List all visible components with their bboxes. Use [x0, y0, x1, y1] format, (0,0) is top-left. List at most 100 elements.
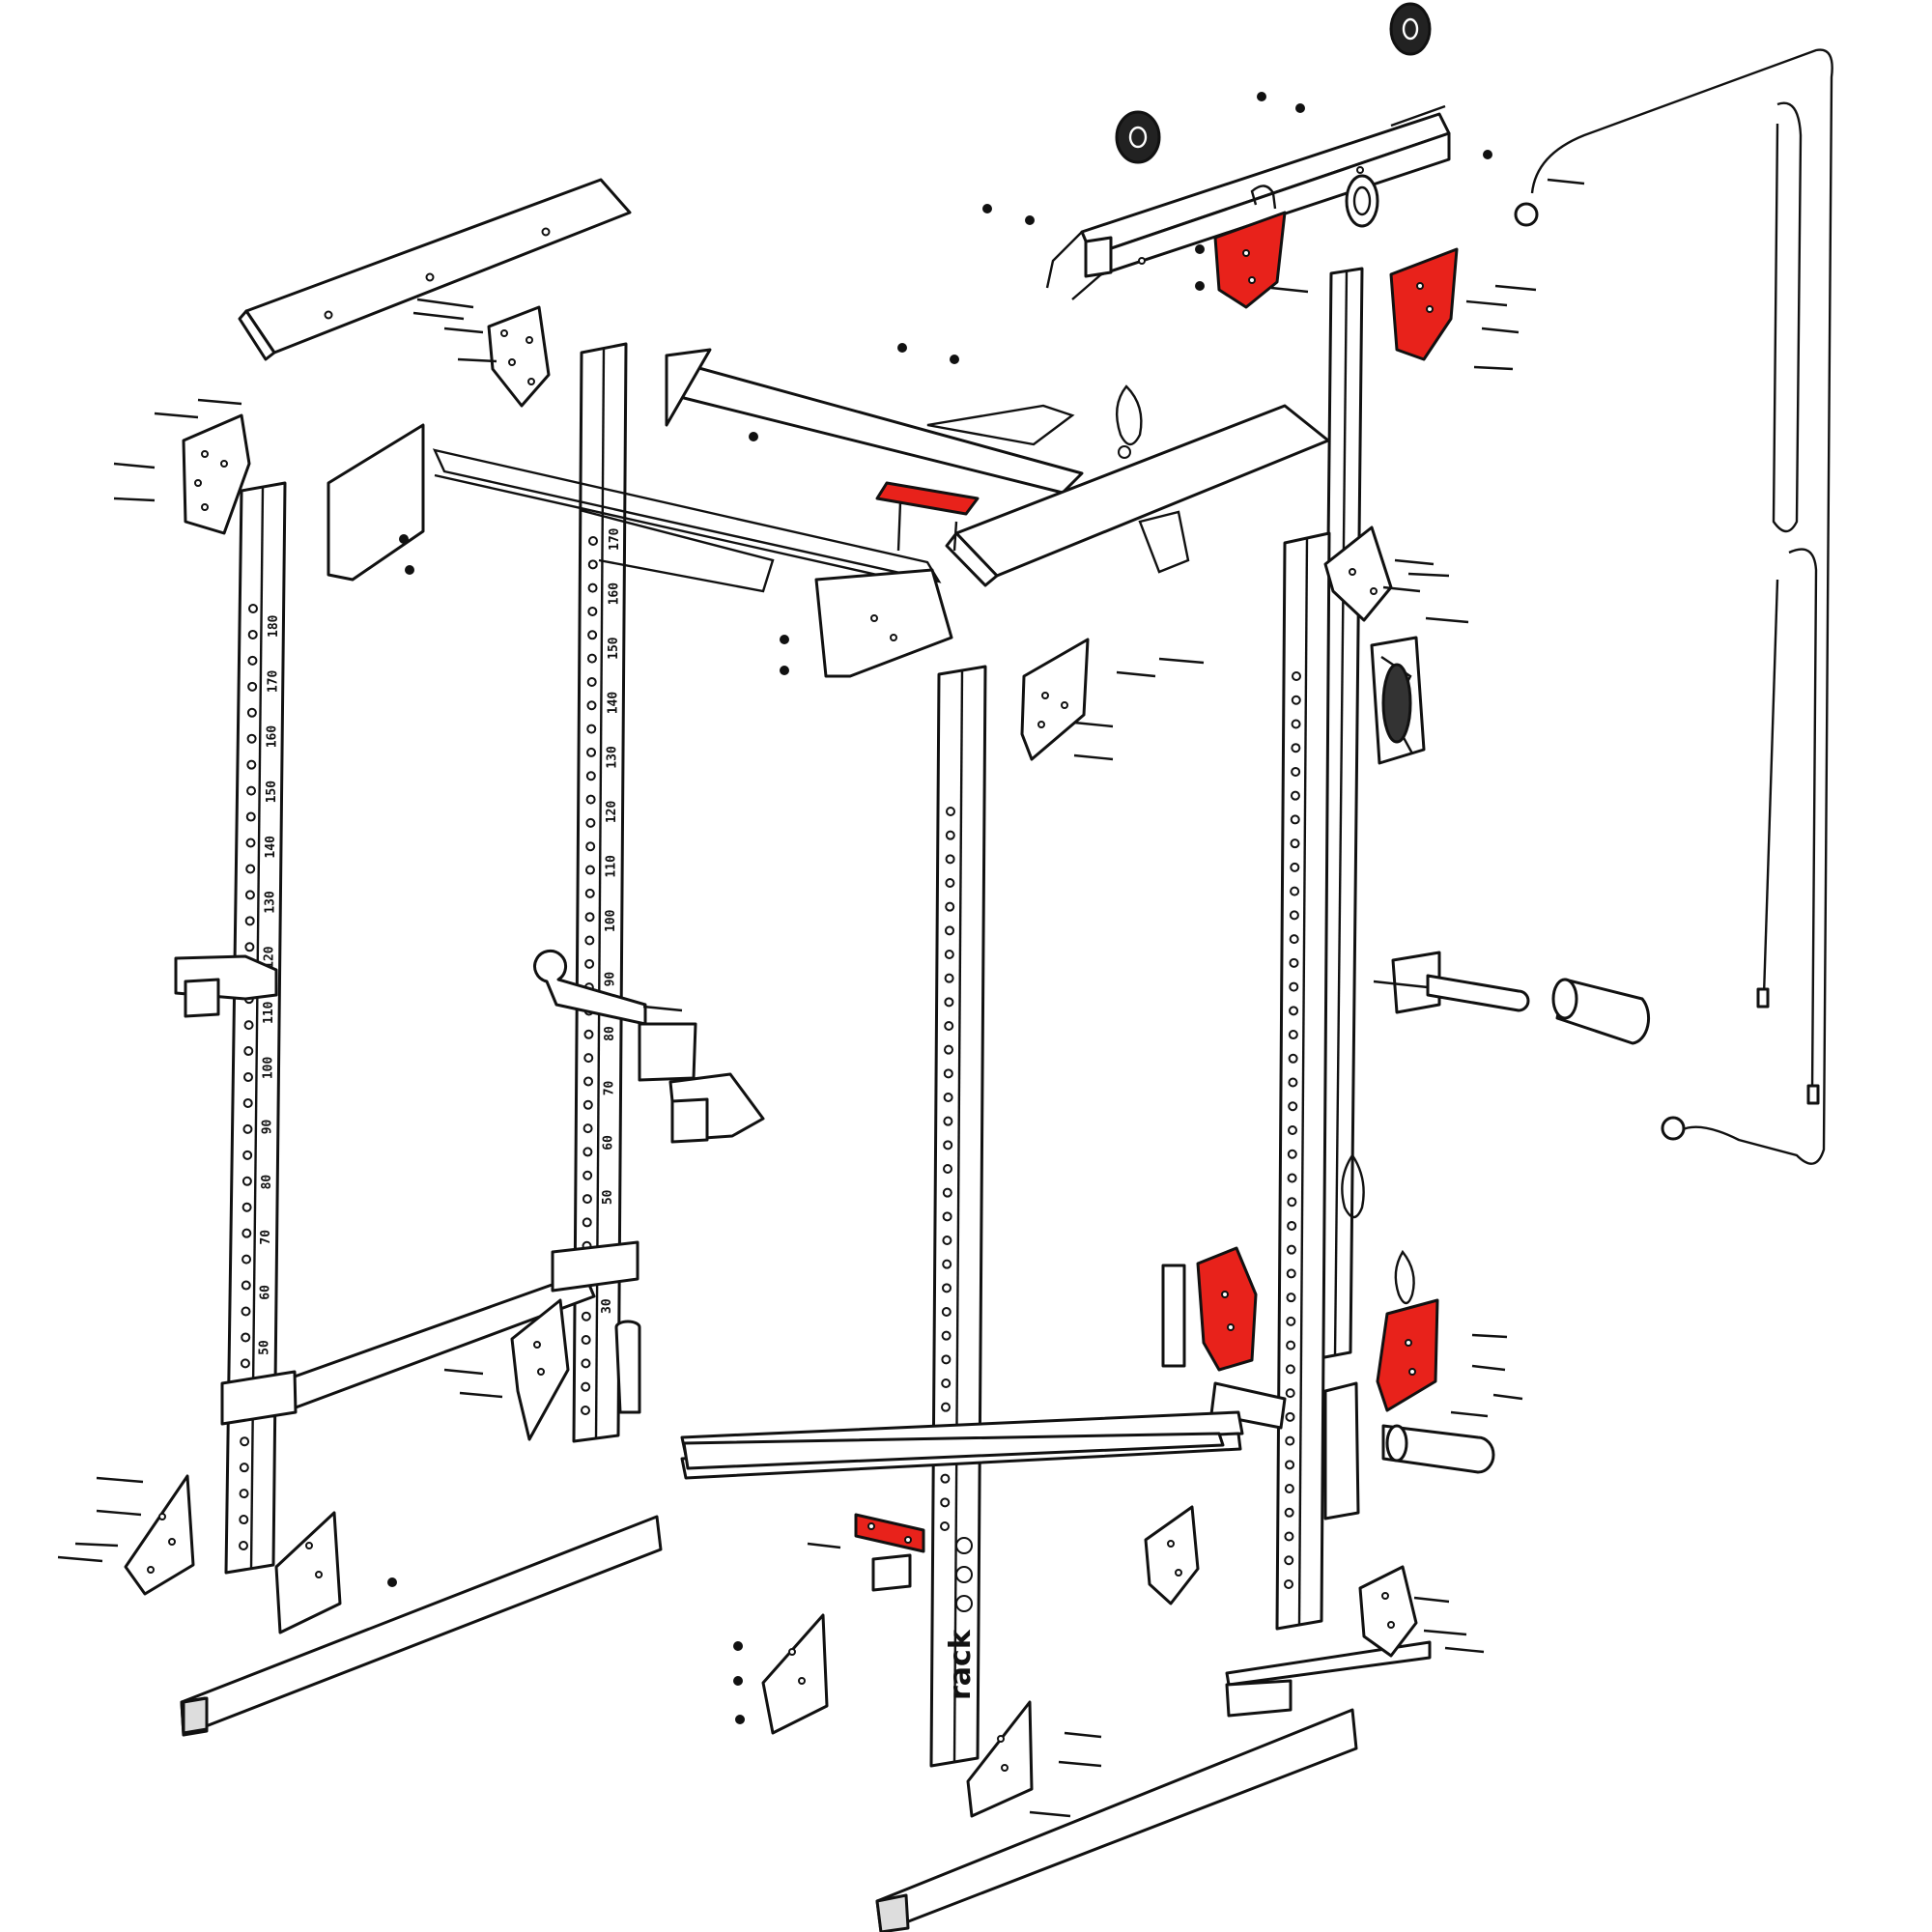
carabiner-red-plate	[1394, 1249, 1415, 1305]
bolts-red-plate-right	[1450, 1333, 1523, 1418]
upright-hole	[1286, 1316, 1296, 1326]
upright-hole	[1285, 1364, 1295, 1375]
upright-hole	[239, 1541, 248, 1550]
upright-hole	[584, 912, 595, 923]
upright-front-center: rack	[929, 665, 987, 1768]
upright-hole	[1286, 1268, 1296, 1279]
upright-number-label: 70	[259, 1230, 273, 1245]
weight-sleeve	[1551, 978, 1651, 1045]
upright-hole	[945, 854, 955, 865]
upright-hole	[1284, 1555, 1294, 1566]
upright-hole	[245, 838, 256, 848]
upright-number-label: 30	[600, 1298, 614, 1314]
lower-crossmember-left	[220, 1240, 639, 1426]
upright-number-label: 140	[606, 692, 620, 715]
upright-hole	[244, 942, 255, 952]
upright-hole	[581, 1381, 591, 1392]
upright-hole	[584, 865, 595, 875]
j-hook-left	[174, 954, 278, 1018]
upright-hole	[1284, 1531, 1294, 1542]
upright-hole	[941, 1402, 951, 1412]
landmine-sleeve	[1209, 1381, 1495, 1520]
upright-hole	[246, 785, 257, 796]
pulley-wheel-loose-1	[1115, 110, 1161, 164]
upright-hole	[1287, 1173, 1297, 1183]
upright-hole	[943, 1093, 953, 1102]
upright-hole	[239, 1463, 249, 1473]
upright-number-label: 120	[263, 946, 277, 969]
upright-hole	[583, 1076, 594, 1087]
gusset-plate-upper-left	[487, 305, 551, 408]
upright-hole	[242, 1254, 252, 1264]
upright-hole	[581, 1358, 591, 1369]
nuts	[387, 92, 1492, 1724]
base-rail-center-rear	[682, 1432, 1225, 1470]
upright-hole	[941, 1330, 952, 1341]
upright-number-label: 170	[608, 527, 622, 551]
upright-hole	[945, 925, 954, 936]
upright-hole	[943, 1116, 953, 1126]
upright-hole	[247, 629, 258, 639]
upright-hole	[587, 559, 598, 570]
upright-hole	[585, 817, 596, 828]
upright-hole	[1286, 1340, 1296, 1350]
red-plate-lower-right	[1376, 1298, 1439, 1412]
upright-number-label: 160	[607, 582, 621, 606]
upright-hole	[1285, 1435, 1295, 1446]
gusset-plate-left	[182, 413, 251, 535]
gusset-plate-bottom-right	[966, 1700, 1034, 1818]
upright-hole	[941, 1378, 952, 1388]
upright-hole	[942, 1211, 952, 1222]
bolts-top-right	[1270, 178, 1585, 371]
upright-hole	[581, 1406, 590, 1415]
upright-hole	[247, 681, 258, 692]
upright-hole	[246, 707, 257, 718]
upright-number-label: 160	[266, 725, 280, 749]
upright-number-label: 60	[258, 1285, 272, 1300]
upright-hole	[1292, 671, 1301, 681]
upright-hole	[584, 958, 595, 969]
upright-hole	[1284, 1579, 1293, 1589]
upright-number-label: 60	[602, 1135, 616, 1151]
carabiner-right	[1341, 1152, 1365, 1219]
gusset-plate-bottom-center	[761, 1613, 829, 1735]
upright-hole	[246, 733, 257, 744]
upright-hole	[242, 1202, 252, 1212]
upright-number-label: 150	[607, 637, 621, 660]
upright-hole	[1290, 886, 1300, 896]
upright-hole	[241, 1306, 251, 1317]
upright-hole	[581, 1335, 591, 1346]
upright-hole	[1288, 1101, 1298, 1112]
upright-hole	[1285, 1411, 1295, 1422]
upright-number-label: 110	[605, 855, 619, 878]
upright-hole	[245, 864, 256, 874]
top-rear-crossmember	[665, 348, 1084, 495]
upright-hole	[585, 771, 596, 781]
upright-number-label: 140	[264, 836, 278, 859]
upright-hole	[243, 1020, 254, 1031]
upright-hole	[943, 1164, 952, 1174]
bolts-right-mid	[1382, 558, 1469, 624]
pulley-wheel-top	[1345, 174, 1379, 228]
upright-hole	[945, 830, 955, 840]
upright-number-label: 80	[260, 1175, 274, 1190]
upright-hole	[942, 1283, 952, 1293]
j-hook-center	[533, 949, 697, 1082]
upright-hole	[243, 1072, 253, 1082]
upright-hole	[944, 950, 954, 959]
upright-hole	[1291, 743, 1301, 753]
top-left-crossmember	[238, 178, 632, 361]
upright-hole	[1289, 910, 1299, 921]
red-plate-bottom-front	[854, 1513, 925, 1553]
carabiner-upper	[1115, 384, 1143, 459]
cable-pulley-block	[1370, 636, 1426, 765]
upright-number-label: 170	[266, 669, 280, 693]
upright-hole	[583, 1029, 594, 1039]
upright-hole	[1290, 862, 1300, 872]
upright-hole	[582, 1217, 592, 1228]
upright-hole	[585, 841, 596, 852]
upright-number-label: 50	[258, 1340, 272, 1355]
upright-number-label: 150	[265, 781, 279, 804]
j-hook-right	[1373, 951, 1530, 1014]
upright-hole	[244, 890, 255, 900]
